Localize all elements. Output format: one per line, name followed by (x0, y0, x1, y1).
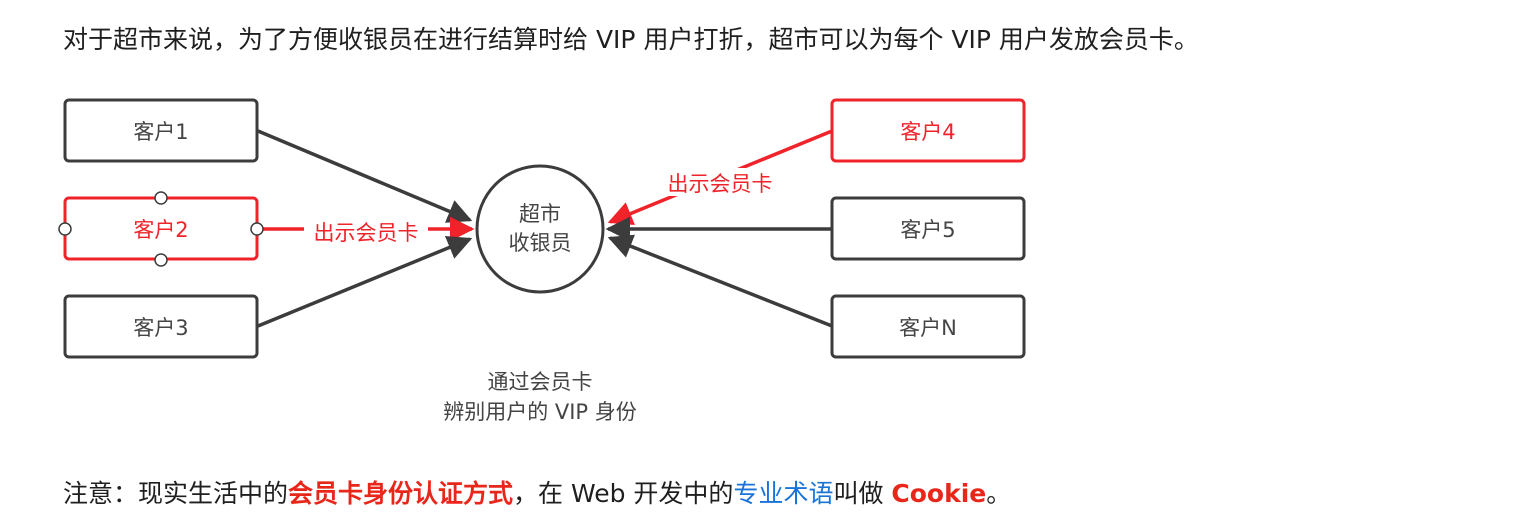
selection-handle-right (250, 222, 264, 236)
customer-box-2: 客户2 (58, 191, 264, 267)
show-card-label-left: 出示会员卡 (314, 221, 419, 245)
customer-box-4: 客户4 (830, 98, 1026, 163)
customer-box-1: 客户1 (63, 98, 259, 163)
customer-box-5: 客户5 (830, 196, 1026, 261)
customer-label-1: 客户1 (133, 120, 188, 144)
show-card-label-left-bg (304, 216, 428, 244)
arrow-customerN-to-cashier (607, 234, 833, 328)
note-paragraph: 注意：现实生活中的会员卡身份认证方式，在 Web 开发中的专业术语叫做 Cook… (63, 476, 1011, 512)
customer-label-5: 客户5 (900, 218, 955, 242)
customer-box-n: 客户N (830, 294, 1026, 359)
arrow-customer3-to-cashier (257, 236, 473, 328)
customer-label-4: 客户4 (900, 120, 955, 144)
note-suffix: 。 (986, 479, 1012, 508)
note-after-term: 叫做 (833, 479, 892, 508)
note-emphasis-cookie: Cookie (891, 479, 987, 508)
show-card-label-right: 出示会员卡 (668, 172, 773, 196)
note-middle: ，在 Web 开发中的 (513, 479, 734, 508)
note-prefix: 注意：现实生活中的 (63, 479, 289, 508)
arrow-customer1-to-cashier (257, 129, 473, 223)
selection-handle-left (58, 222, 72, 236)
diagram-caption-line1: 通过会员卡 (488, 370, 593, 394)
diagram-caption-line2: 辨别用户的 VIP 身份 (443, 400, 637, 424)
note-term-link[interactable]: 专业术语 (733, 479, 834, 508)
selection-handle-top (154, 191, 168, 205)
note-emphasis-membership-auth: 会员卡身份认证方式 (288, 479, 514, 508)
cashier-label-line1: 超市 (519, 202, 561, 226)
show-card-label-right-bg (658, 168, 782, 196)
cashier-node: 超市 收银员 (475, 164, 605, 294)
selection-handle-bottom (154, 253, 168, 267)
cashier-label-line2: 收银员 (509, 231, 572, 255)
customer-box-3: 客户3 (63, 294, 259, 359)
customer-label-2: 客户2 (133, 218, 188, 242)
intro-paragraph: 对于超市来说，为了方便收银员在进行结算时给 VIP 用户打折，超市可以为每个 V… (63, 25, 1199, 54)
customer-label-n: 客户N (899, 316, 957, 340)
customer-label-3: 客户3 (133, 316, 188, 340)
